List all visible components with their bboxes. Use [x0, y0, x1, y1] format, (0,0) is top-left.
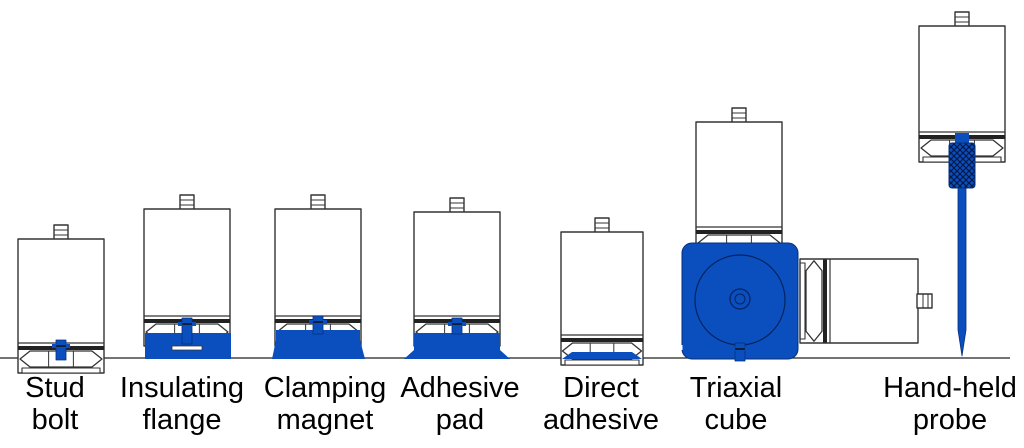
connector [53, 224, 69, 241]
hand-held-probe-sensor [918, 11, 1006, 357]
clamping-magnet [272, 340, 365, 359]
stud [734, 342, 746, 362]
stud [312, 315, 324, 335]
knurled-grip [948, 142, 976, 189]
connector [179, 194, 195, 211]
connector [449, 197, 465, 214]
probe-tip [957, 187, 967, 357]
stud [181, 317, 193, 345]
adhesive-pad-sensor [404, 197, 510, 359]
connector [954, 11, 970, 28]
adhesive-layer [562, 352, 642, 359]
adhesive-pad [414, 333, 500, 351]
connector [594, 217, 610, 234]
hex-nut [805, 260, 823, 342]
stud [55, 339, 67, 361]
base [799, 262, 806, 340]
insulating-washer [171, 345, 203, 351]
base [564, 359, 640, 366]
base [21, 367, 101, 374]
connector [731, 107, 747, 124]
clamping-magnet-sensor [272, 194, 365, 359]
connector [310, 194, 326, 211]
probe-stud [955, 133, 969, 145]
connector [916, 293, 933, 309]
triaxial-cube [681, 242, 799, 360]
insulating-flange-sensor [143, 194, 231, 359]
direct-adhesive-sensor [560, 217, 644, 366]
triaxial-cube-sensor [681, 107, 933, 362]
stud-bolt-sensor [17, 224, 105, 374]
